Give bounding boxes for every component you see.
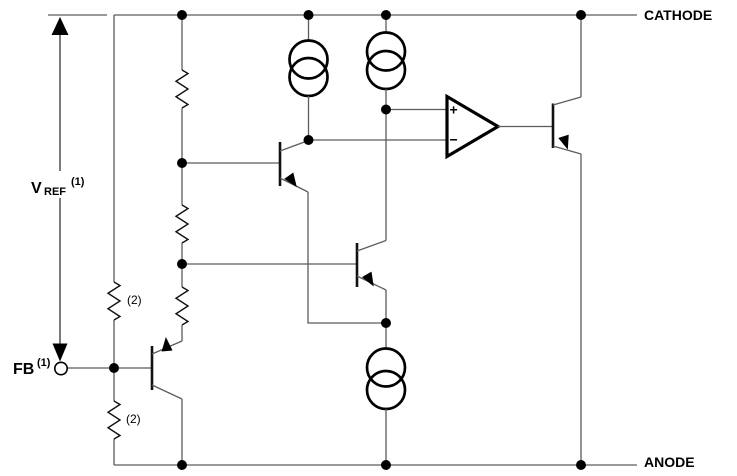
emitter-arrow-icon xyxy=(161,337,173,352)
junction-dot xyxy=(177,10,187,20)
fb-pin-circle-icon xyxy=(53,361,68,376)
vref-note-superscript: (1) xyxy=(71,176,85,188)
opamp-icon xyxy=(445,93,502,160)
current-source-icon xyxy=(365,323,407,465)
resistor-upper-left: (2) xyxy=(106,281,142,321)
arrow-down-icon xyxy=(52,343,68,362)
junction-dot xyxy=(381,104,391,115)
resistor-note-lower: (2) xyxy=(126,412,141,426)
transistor-output-icon xyxy=(551,15,582,465)
resistor-chain-top xyxy=(174,69,190,109)
junction-dot xyxy=(381,10,391,20)
junction-dot xyxy=(177,158,187,168)
transistor-bandgap-left-icon xyxy=(182,139,386,324)
vref-label: V xyxy=(31,180,42,197)
junction-dot xyxy=(381,318,391,328)
transistor-fb-input-icon xyxy=(150,337,183,465)
opamp-plus-sign: + xyxy=(450,102,458,118)
transistor-bandgap-right-icon xyxy=(182,109,387,323)
resistor-chain-bottom xyxy=(174,286,190,326)
current-source-icon xyxy=(365,15,407,110)
fb-terminal: FB (1) xyxy=(13,357,152,378)
emitter-arrow-icon xyxy=(284,172,297,188)
fb-label: FB xyxy=(13,361,34,378)
junction-dot xyxy=(303,10,314,20)
anode-label: ANODE xyxy=(644,454,695,470)
resistor-note-upper: (2) xyxy=(127,293,142,307)
resistor-lower-left: (2) xyxy=(106,400,141,440)
reference-divider-chain xyxy=(174,15,190,341)
junction-dot xyxy=(109,363,119,373)
junction-dot xyxy=(177,460,187,470)
current-source-icon xyxy=(288,15,329,140)
junction-dot xyxy=(303,135,314,145)
vref-label-subscript: REF xyxy=(44,186,66,198)
cathode-label: CATHODE xyxy=(644,7,712,23)
junction-dots xyxy=(109,10,586,470)
resistor-chain-middle xyxy=(174,204,190,244)
opamp-minus-sign: − xyxy=(450,132,458,148)
arrow-up-icon xyxy=(51,17,69,35)
vref-label-backing xyxy=(27,171,97,198)
junction-dot xyxy=(576,460,586,470)
vref-indicator: V REF (1) xyxy=(27,14,107,362)
emitter-arrow-icon xyxy=(558,134,569,150)
emitter-arrow-icon xyxy=(361,271,374,287)
fb-note-superscript: (1) xyxy=(37,357,51,369)
junction-dot xyxy=(576,10,586,20)
junction-dot xyxy=(381,460,391,470)
junction-dot xyxy=(177,259,187,269)
error-amplifier: + − xyxy=(308,93,553,160)
